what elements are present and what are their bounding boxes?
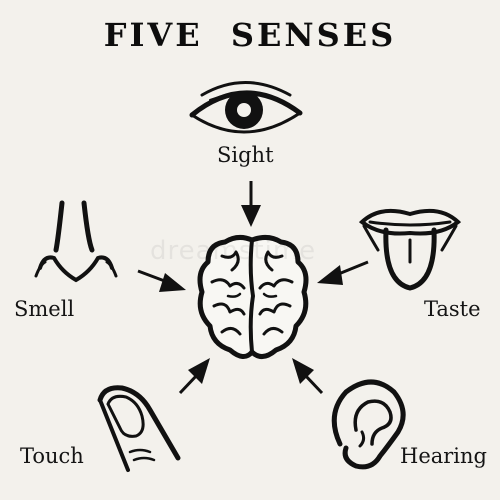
- label-hearing: Hearing: [400, 444, 487, 468]
- brain-icon: [197, 234, 309, 359]
- label-taste: Taste: [424, 297, 481, 321]
- label-sight: Sight: [217, 143, 274, 167]
- eye-icon: [189, 81, 303, 134]
- arrow-taste: [317, 260, 369, 285]
- arrow-touch: [178, 358, 210, 395]
- arrow-smell: [137, 269, 186, 292]
- ear-icon: [331, 379, 406, 470]
- arrow-hearing: [292, 358, 324, 395]
- diagram-title: FIVE SENSES: [103, 16, 397, 54]
- nose-icon: [34, 200, 118, 283]
- label-touch: Touch: [20, 444, 84, 468]
- label-smell: Smell: [14, 297, 75, 321]
- mouth-tongue-icon: [358, 208, 462, 291]
- watermark: dreamstime: [150, 236, 317, 266]
- finger-icon: [97, 385, 181, 472]
- arrow-sight: [241, 181, 261, 227]
